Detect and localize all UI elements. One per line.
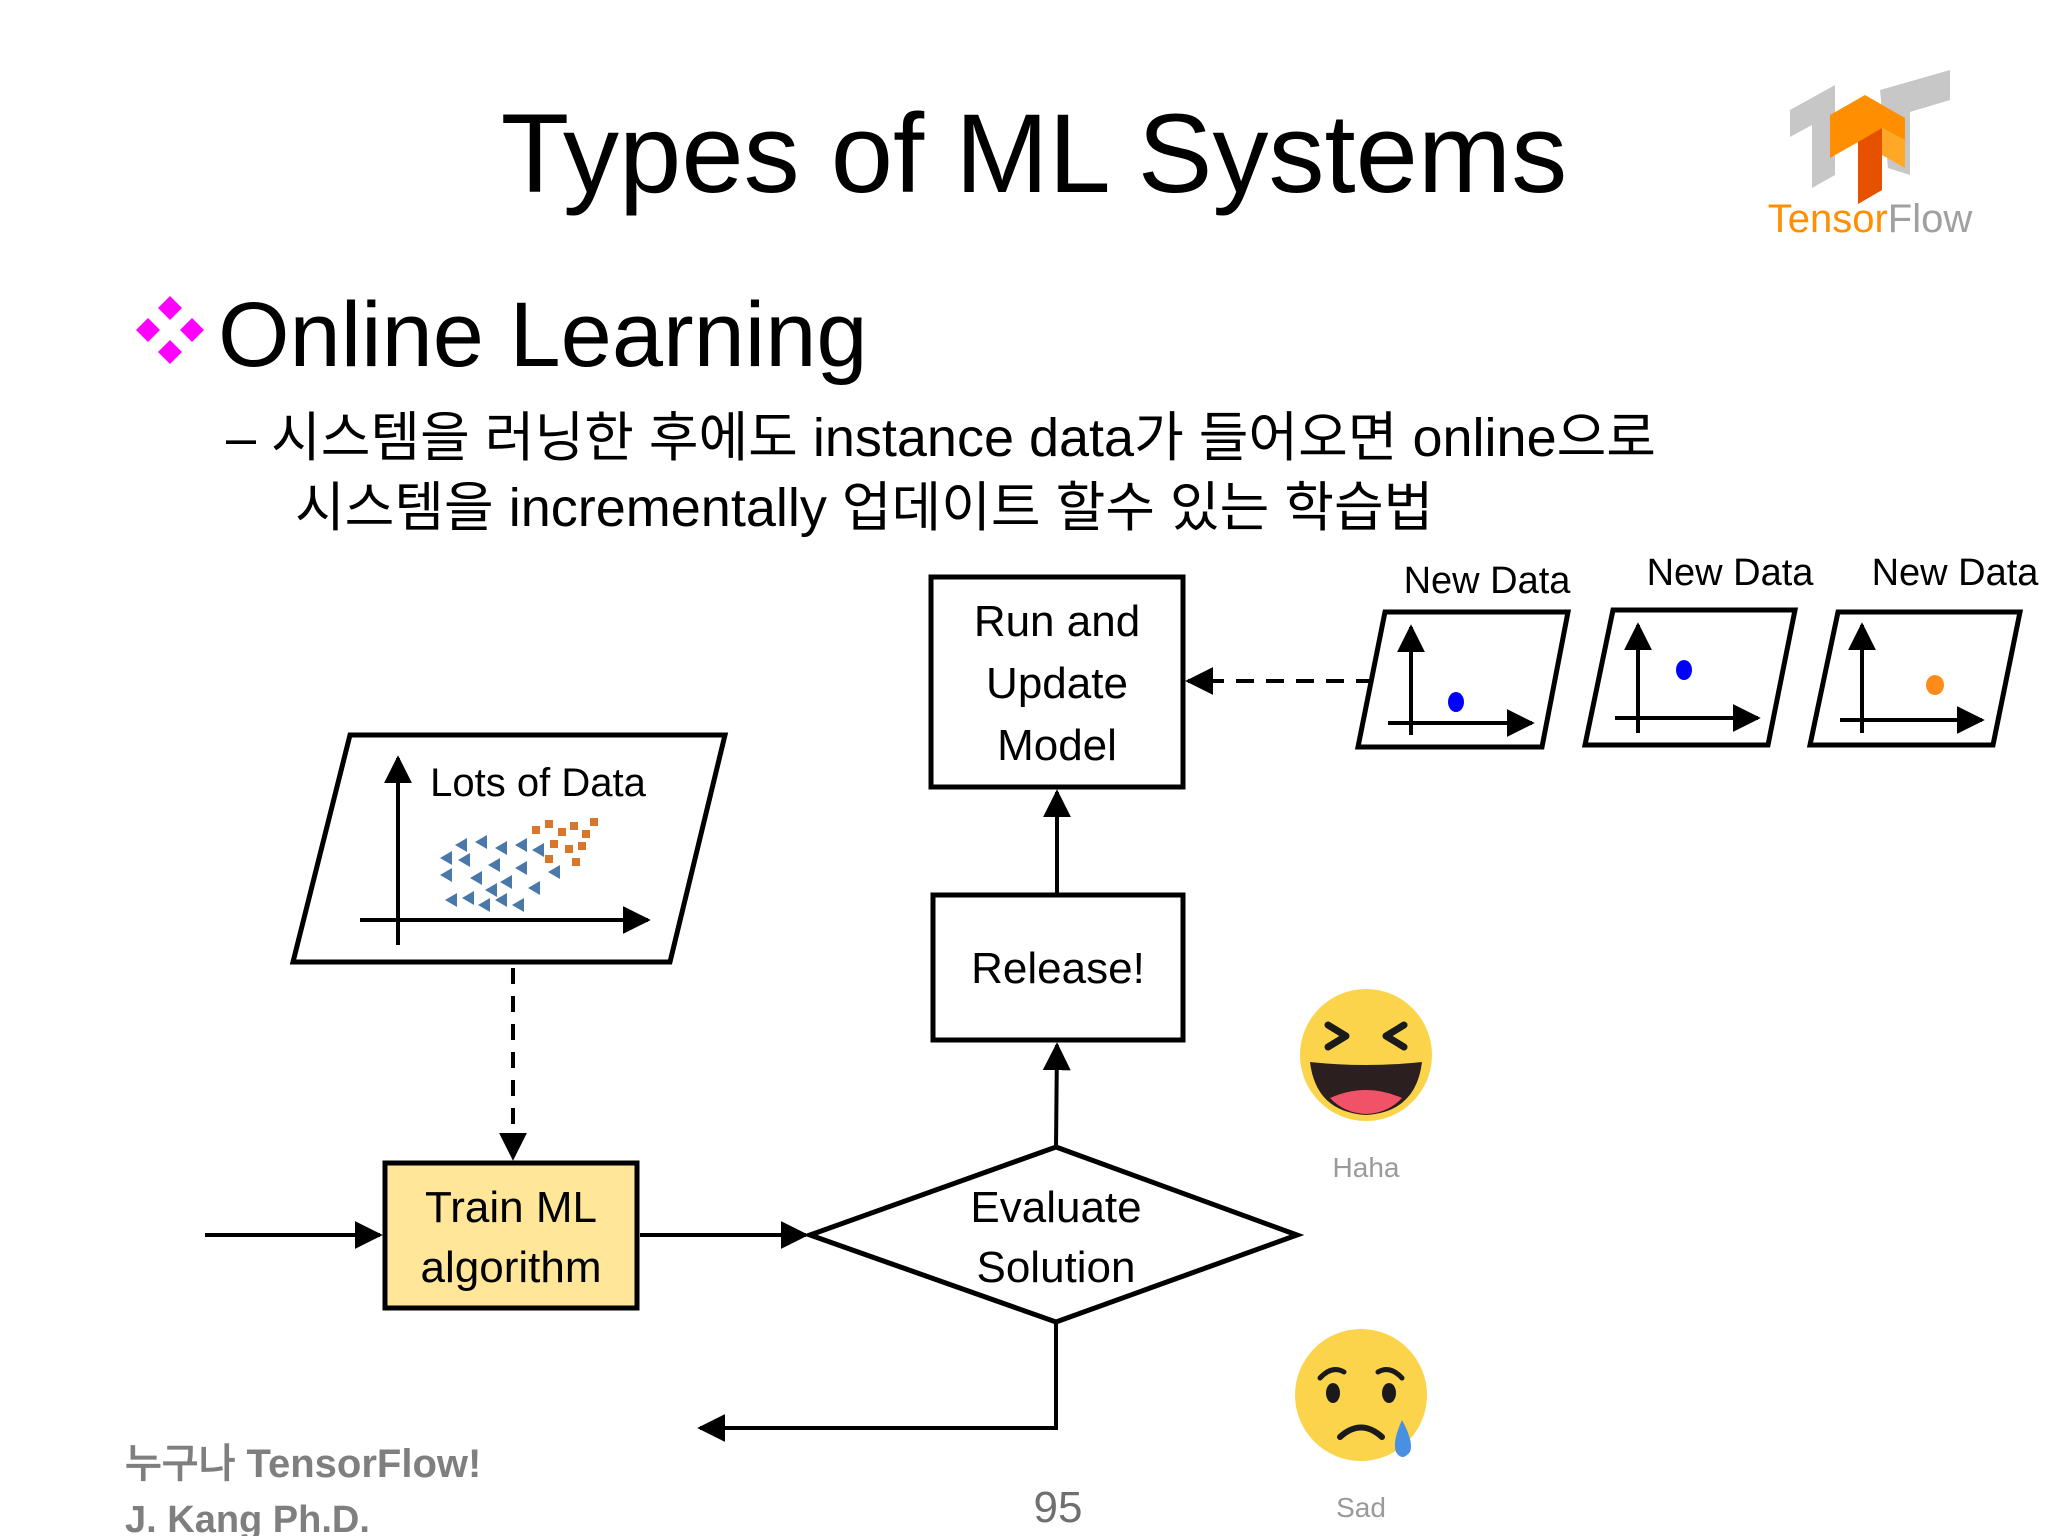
evaluate-label-2: Solution — [976, 1243, 1135, 1292]
connectors — [205, 667, 1374, 1442]
sub-bullet-line-1: – 시스템을 러닝한 후에도 instance data가 들어오면 onlin… — [226, 408, 1656, 468]
train-ml-node: Train ML algorithm — [382, 1160, 640, 1311]
release-node: Release! — [930, 892, 1186, 1043]
slide-title: Types of ML Systems — [501, 91, 1567, 216]
tensorflow-logo-text: TensorFlow — [1768, 197, 1973, 241]
lots-of-data-node: Lots of Data — [289, 732, 729, 965]
new-data-point-3 — [1926, 675, 1944, 695]
tensorflow-logo: TensorFlow — [1768, 70, 1973, 241]
haha-emoji: Haha — [1300, 989, 1432, 1183]
arrow-evaluate-to-release — [1042, 1042, 1071, 1148]
release-label: Release! — [971, 944, 1145, 993]
tear-drop-icon — [1394, 1420, 1411, 1457]
new-data-label-1: New Data — [1404, 560, 1572, 602]
new-data-point-1 — [1448, 692, 1464, 712]
diamond-bullet-icon — [136, 296, 204, 364]
evaluate-node: Evaluate Solution — [802, 1144, 1305, 1325]
new-data-label-2: New Data — [1647, 552, 1815, 594]
run-update-label-3: Model — [997, 721, 1117, 770]
arrow-evaluate-back — [697, 1322, 1058, 1442]
sad-label: Sad — [1336, 1492, 1386, 1523]
new-data-point-2 — [1676, 660, 1692, 680]
sad-emoji: Sad — [1295, 1329, 1427, 1523]
train-ml-label-1: Train ML — [425, 1183, 597, 1232]
new-data-3: New Data — [1806, 552, 2040, 748]
footer-line-2: J. Kang Ph.D. — [125, 1499, 370, 1536]
lots-of-data-label: Lots of Data — [430, 761, 646, 805]
footer-line-1: 누구나 TensorFlow! — [125, 1442, 481, 1486]
sad-face-icon — [1295, 1329, 1427, 1461]
run-update-label-2: Update — [986, 659, 1128, 708]
scatter-cluster — [440, 818, 598, 912]
new-data-label-3: New Data — [1872, 552, 2040, 594]
bullet-online-learning: Online Learning — [218, 284, 868, 386]
evaluate-label-1: Evaluate — [970, 1183, 1141, 1232]
laughing-face-icon — [1300, 989, 1432, 1121]
run-update-node: Run and Update Model — [928, 574, 1186, 790]
new-data-2: New Data — [1581, 552, 1815, 748]
run-update-label-1: Run and — [974, 597, 1140, 646]
page-number: 95 — [1034, 1483, 1083, 1532]
tensorflow-logo-icon — [1790, 70, 1950, 204]
new-data-1: New Data — [1354, 560, 1572, 750]
haha-label: Haha — [1333, 1152, 1400, 1183]
train-ml-label-2: algorithm — [421, 1243, 602, 1292]
sub-bullet-line-2: 시스템을 incrementally 업데이트 할수 있는 학습법 — [295, 478, 1433, 538]
